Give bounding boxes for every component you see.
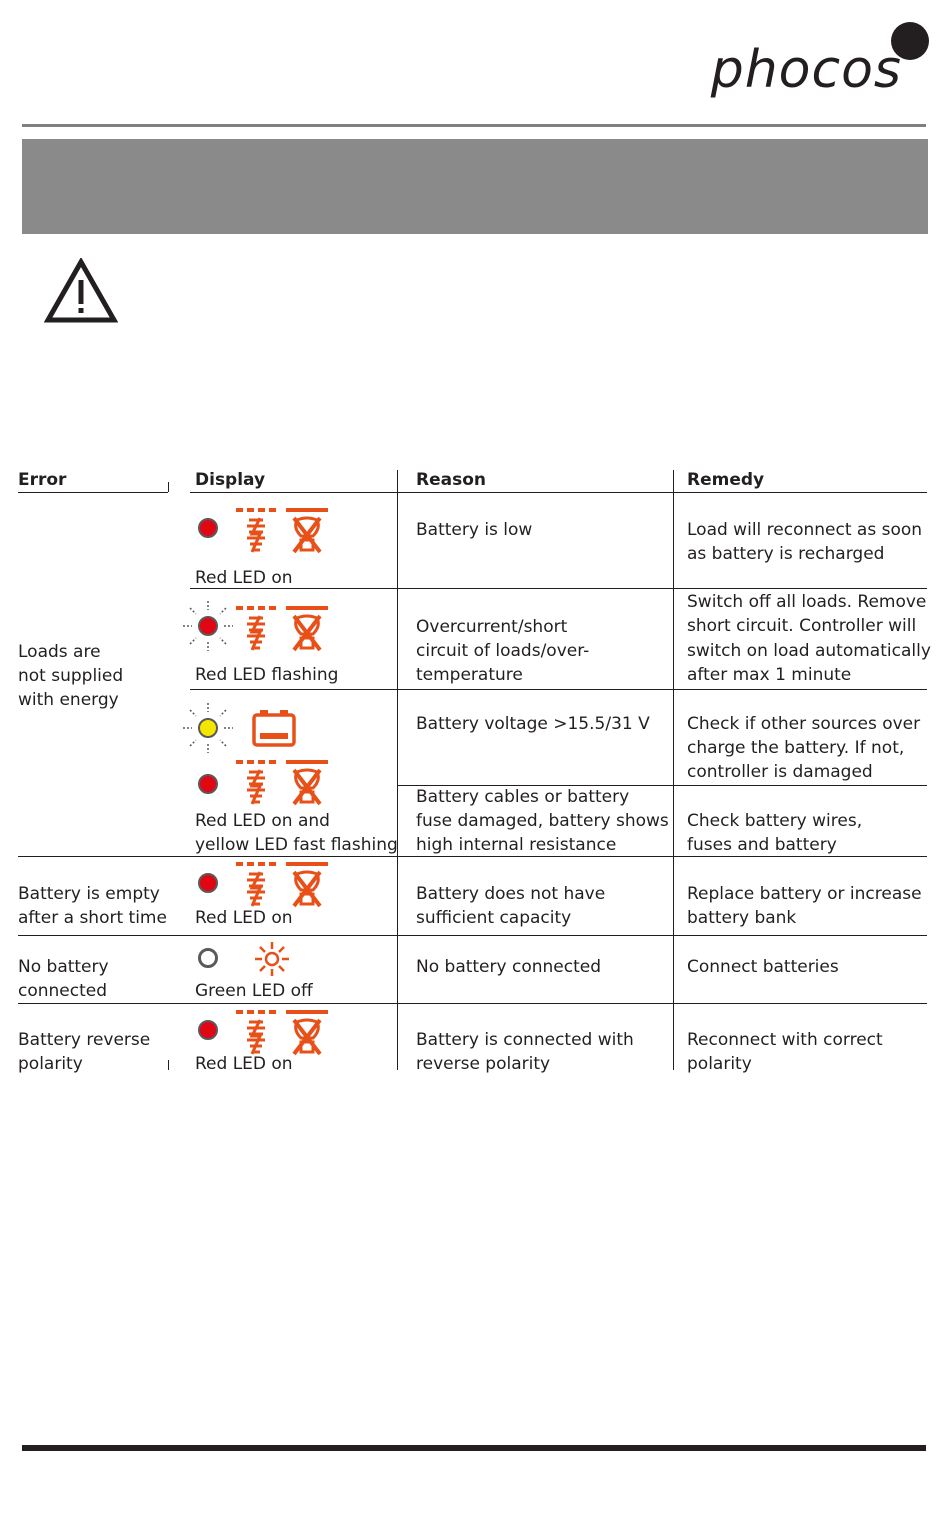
remedy-reverse-line2: polarity — [687, 1054, 752, 1074]
table-rule — [168, 1060, 169, 1070]
table-rule — [18, 935, 927, 936]
load-disconnected-icon — [236, 606, 276, 651]
reason-reverse-line2: reverse polarity — [416, 1054, 551, 1074]
lamp-off-icon — [286, 862, 328, 908]
error-empty-line2: after a short time — [18, 908, 167, 928]
display-red-led-flashing: Red LED flashing — [195, 665, 339, 685]
battery-icon — [252, 710, 296, 747]
remedy-r3b-line2: fuses and battery — [687, 835, 837, 855]
load-disconnected-icon — [236, 508, 276, 553]
table-rule — [18, 1003, 927, 1004]
table-rule — [18, 492, 168, 493]
section-title-band — [22, 139, 928, 234]
yellow-led-flashing-icon — [198, 718, 218, 738]
remedy-r3a-line1: Check if other sources over — [687, 714, 921, 734]
flashing-rays-icon — [183, 703, 233, 753]
lamp-off-icon — [286, 508, 328, 554]
remedy-r2-line4: after max 1 minute — [687, 665, 852, 685]
remedy-reverse-line1: Reconnect with correct — [687, 1030, 883, 1050]
reason-empty-line2: sufficient capacity — [416, 908, 572, 928]
display-r3-line2: yellow LED fast flashing — [195, 835, 398, 855]
table-rule — [18, 856, 927, 857]
red-led-icon — [198, 518, 218, 538]
remedy-empty-line1: Replace battery or increase — [687, 884, 922, 904]
error-reverse-line1: Battery reverse — [18, 1030, 151, 1050]
table-rule — [190, 689, 927, 690]
table-rule — [190, 492, 927, 493]
remedy-r2-line2: short circuit. Controller will — [687, 616, 917, 636]
display-r3-line1: Red LED on and — [195, 811, 330, 831]
display-empty: Red LED on — [195, 908, 293, 928]
reason-r3b-line3: high internal resistance — [416, 835, 617, 855]
display-reverse: Red LED on — [195, 1054, 293, 1074]
header-error: Error — [18, 470, 67, 490]
table-rule — [397, 785, 927, 786]
remedy-empty-line2: battery bank — [687, 908, 797, 928]
error-empty-line1: Battery is empty — [18, 884, 160, 904]
reason-battery-voltage: Battery voltage >15.5/31 V — [416, 714, 650, 734]
lamp-off-icon — [286, 1010, 328, 1056]
led-off-icon — [198, 948, 218, 968]
phocos-logo-text: phocos — [710, 40, 902, 100]
header-reason: Reason — [416, 470, 486, 490]
reason-r3b-line2: fuse damaged, battery shows — [416, 811, 669, 831]
remedy-r2-line1: Switch off all loads. Remove — [687, 592, 927, 612]
error-loads-line2: not supplied — [18, 666, 124, 686]
error-nobattery-line2: connected — [18, 981, 108, 1001]
red-led-icon — [198, 873, 218, 893]
error-loads-line1: Loads are — [18, 642, 101, 662]
reason-r2-line3: temperature — [416, 665, 523, 685]
red-led-icon — [198, 1020, 218, 1040]
reason-nobattery: No battery connected — [416, 957, 601, 977]
reason-reverse-line1: Battery is connected with — [416, 1030, 634, 1050]
remedy-nobattery: Connect batteries — [687, 957, 839, 977]
error-reverse-line2: polarity — [18, 1054, 83, 1074]
load-disconnected-icon — [236, 760, 276, 805]
red-led-icon — [198, 774, 218, 794]
red-led-flashing-icon — [198, 616, 218, 636]
load-disconnected-icon — [236, 1010, 276, 1055]
reason-battery-low: Battery is low — [416, 520, 533, 540]
table-rule — [168, 482, 169, 492]
table-divider — [397, 470, 398, 1070]
phocos-logo-dot-icon — [891, 22, 929, 60]
remedy-r1-line2: as battery is recharged — [687, 544, 885, 564]
load-disconnected-icon — [236, 862, 276, 907]
warning-triangle-icon — [44, 258, 118, 323]
reason-r3b-line1: Battery cables or battery — [416, 787, 630, 807]
sun-icon — [255, 942, 289, 976]
header-remedy: Remedy — [687, 470, 765, 490]
error-nobattery-line1: No battery — [18, 957, 109, 977]
lamp-off-icon — [286, 760, 328, 806]
remedy-r3b-line1: Check battery wires, — [687, 811, 863, 831]
header-display: Display — [195, 470, 266, 490]
reason-r2-line1: Overcurrent/short — [416, 617, 568, 637]
remedy-r1-line1: Load will reconnect as soon — [687, 520, 923, 540]
footer-rule — [22, 1445, 926, 1451]
display-red-led-on: Red LED on — [195, 568, 293, 588]
remedy-r3a-line3: controller is damaged — [687, 762, 873, 782]
remedy-r3a-line2: charge the battery. If not, — [687, 738, 905, 758]
remedy-r2-line3: switch on load automatically — [687, 641, 931, 661]
reason-r2-line2: circuit of loads/over- — [416, 641, 590, 661]
error-loads-line3: with energy — [18, 690, 119, 710]
display-nobattery: Green LED off — [195, 981, 313, 1001]
table-divider — [673, 470, 674, 1070]
header-rule — [22, 124, 926, 127]
reason-empty-line1: Battery does not have — [416, 884, 606, 904]
table-rule — [190, 588, 927, 589]
flashing-rays-icon — [183, 601, 233, 651]
lamp-off-icon — [286, 606, 328, 652]
